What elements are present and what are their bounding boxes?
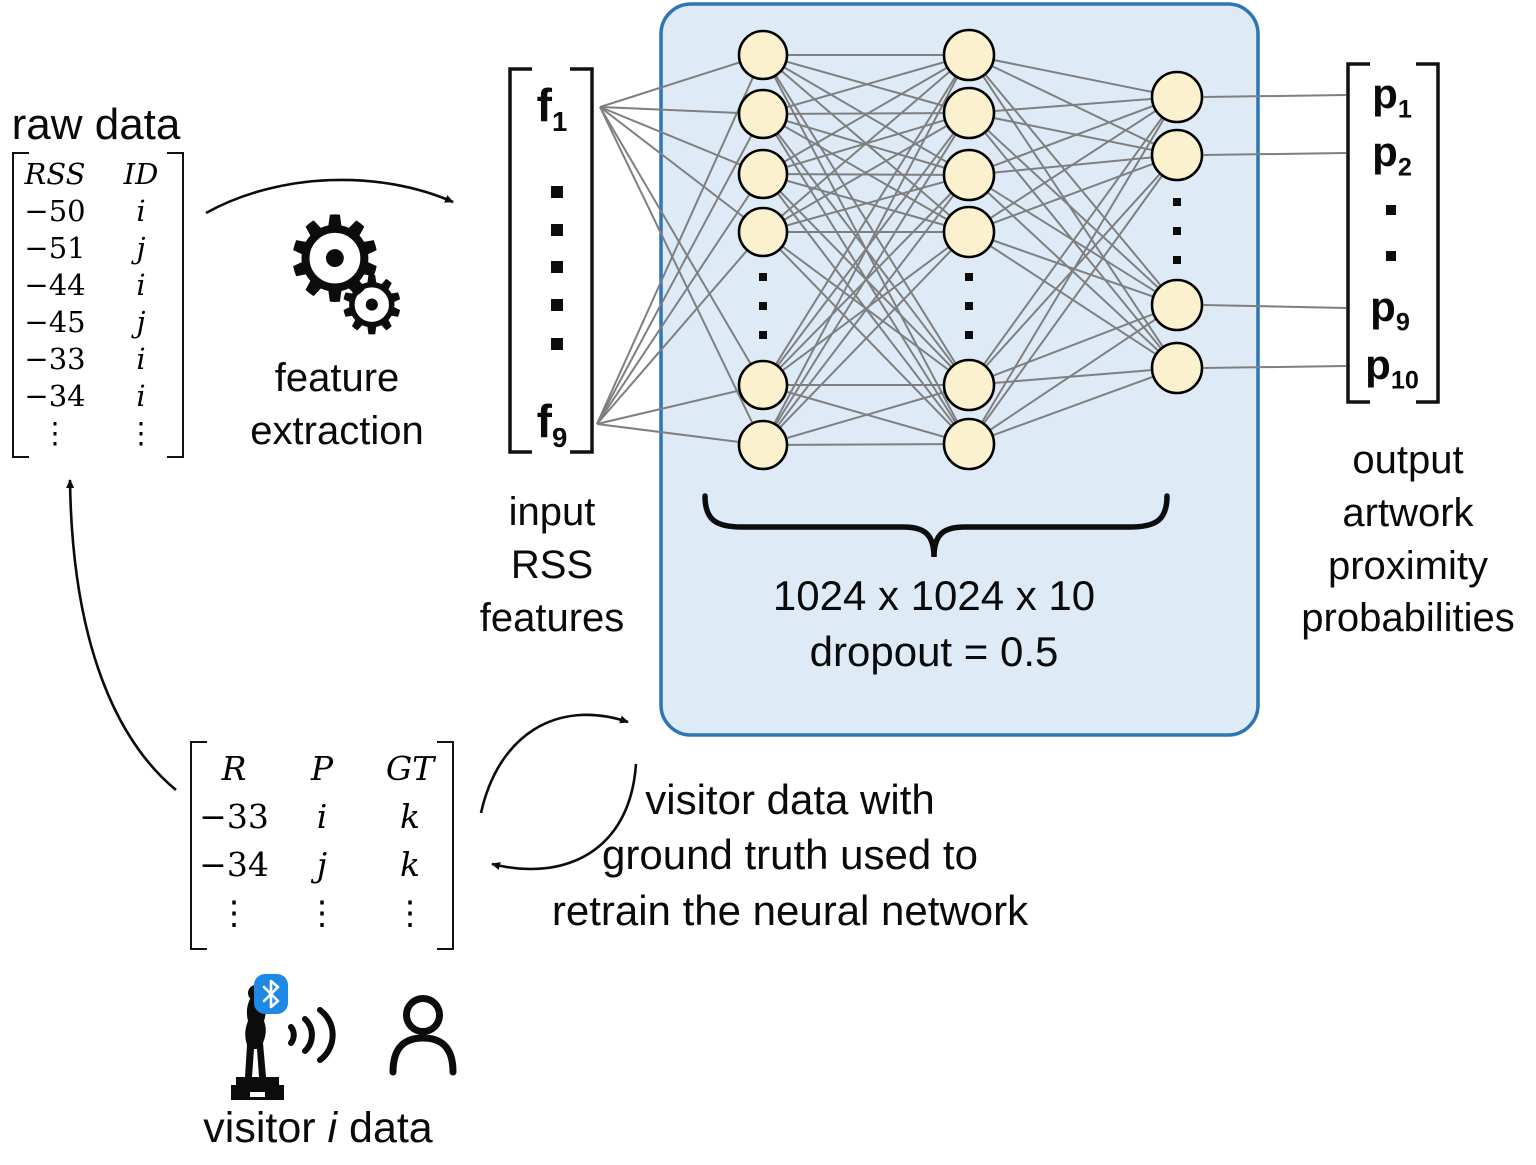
output-connector-lines bbox=[1202, 94, 1347, 369]
input-vector-dots bbox=[551, 186, 563, 350]
feature-extraction-line2: extraction bbox=[250, 408, 424, 453]
matrix-vdots-row: ⋮ ⋮ bbox=[40, 415, 156, 450]
feedback-to-rawdata-arrow bbox=[66, 479, 177, 792]
matrix-vdots-row: ⋮ ⋮ ⋮ bbox=[217, 892, 427, 932]
layer-size-brace bbox=[702, 493, 1170, 558]
output-label-line4: probabilities bbox=[1301, 596, 1515, 641]
network-node bbox=[737, 206, 789, 258]
raw-data-label: raw data bbox=[11, 100, 181, 149]
feature-extraction-label: feature extraction bbox=[250, 352, 423, 458]
output-vector-dots bbox=[1386, 205, 1396, 261]
network-node bbox=[1150, 70, 1204, 124]
sound-waves-icon bbox=[288, 1007, 336, 1063]
output-p1-label: p1 bbox=[1372, 70, 1412, 124]
bluetooth-icon bbox=[254, 974, 288, 1014]
visitor-groundtruth-matrix: R P GT −33 i k −34 j k ⋮ ⋮ ⋮ bbox=[190, 741, 454, 950]
raw-to-features-arrow bbox=[205, 178, 454, 215]
visitor-label-i: i bbox=[327, 1104, 338, 1152]
network-node bbox=[942, 205, 996, 259]
matrix-row: −51 j bbox=[24, 230, 146, 265]
retrain-cycle-arrow-up bbox=[479, 713, 629, 814]
network-graph bbox=[596, 28, 1204, 471]
input-label-line3: features bbox=[479, 595, 625, 640]
input-label-line1: input bbox=[508, 490, 596, 534]
network-node bbox=[737, 29, 789, 81]
feature-extraction-line1: feature bbox=[274, 356, 400, 400]
matrix-bracket-left bbox=[12, 152, 29, 458]
input-f9-label: f9 bbox=[536, 395, 568, 454]
network-node bbox=[1150, 278, 1204, 332]
person-icon bbox=[389, 995, 457, 1076]
raw-data-matrix: RSS ID −50 i −51 j −44 i −45 j −33 i bbox=[12, 152, 184, 458]
output-p2-label: p2 bbox=[1372, 128, 1412, 182]
retrain-cycle-arrow-down bbox=[491, 763, 638, 871]
network-node bbox=[737, 419, 789, 471]
retrain-line2: ground truth used to bbox=[602, 831, 978, 879]
matrix-bracket-right bbox=[437, 741, 454, 950]
output-p10-label: p10 bbox=[1365, 341, 1419, 395]
output-label-line3: proximity bbox=[1327, 543, 1489, 588]
output-label-line1: output bbox=[1352, 438, 1464, 482]
visitor-label-suffix: data bbox=[337, 1104, 433, 1152]
retrain-line3: retrain the neural network bbox=[551, 886, 1029, 934]
network-node bbox=[942, 358, 996, 412]
output-p9-label: p9 bbox=[1370, 283, 1410, 337]
input-rss-features-label: input RSS features bbox=[480, 486, 625, 644]
visitor-data-label: visitor i data bbox=[203, 1100, 432, 1157]
gear-icon-large: ⚙ bbox=[282, 190, 388, 328]
network-node bbox=[737, 148, 789, 200]
network-node bbox=[942, 86, 996, 140]
matrix-header-row: RSS ID bbox=[24, 156, 159, 191]
network-node bbox=[942, 28, 996, 82]
retrain-line1: visitor data with bbox=[645, 776, 935, 823]
output-proximity-label: output artwork proximity probabilities bbox=[1301, 434, 1514, 645]
dropout-label: dropout = 0.5 bbox=[809, 628, 1059, 675]
network-node bbox=[737, 359, 789, 411]
output-label-line2: artwork bbox=[1342, 490, 1474, 535]
input-f1-label: f1 bbox=[536, 79, 568, 138]
matrix-row: −33 i bbox=[24, 341, 146, 376]
matrix-header-row: R P GT bbox=[221, 748, 435, 788]
network-node bbox=[737, 88, 789, 140]
gear-icon-small: ⚙ bbox=[336, 259, 408, 352]
input-label-line2: RSS bbox=[510, 542, 594, 587]
matrix-row: −45 j bbox=[24, 304, 146, 339]
network-node bbox=[1150, 341, 1204, 395]
output-vector-brackets bbox=[1346, 62, 1440, 404]
matrix-row: −34 j k bbox=[199, 844, 420, 884]
matrix-row: −50 i bbox=[24, 193, 146, 228]
matrix-bracket-left bbox=[190, 741, 207, 950]
visitor-label-prefix: visitor bbox=[203, 1104, 328, 1152]
network-node bbox=[942, 417, 996, 471]
retrain-caption: visitor data with ground truth used to r… bbox=[552, 772, 1028, 938]
network-node bbox=[942, 148, 996, 202]
input-vector-brackets bbox=[508, 67, 594, 454]
matrix-row: −34 i bbox=[24, 378, 146, 413]
matrix-bracket-right bbox=[167, 152, 184, 458]
matrix-row: −44 i bbox=[24, 267, 146, 302]
network-size-label: 1024 x 1024 x 10 bbox=[772, 572, 1096, 619]
statue-icon bbox=[231, 985, 284, 1100]
matrix-row: −33 i k bbox=[199, 796, 420, 836]
network-node bbox=[1150, 128, 1204, 182]
